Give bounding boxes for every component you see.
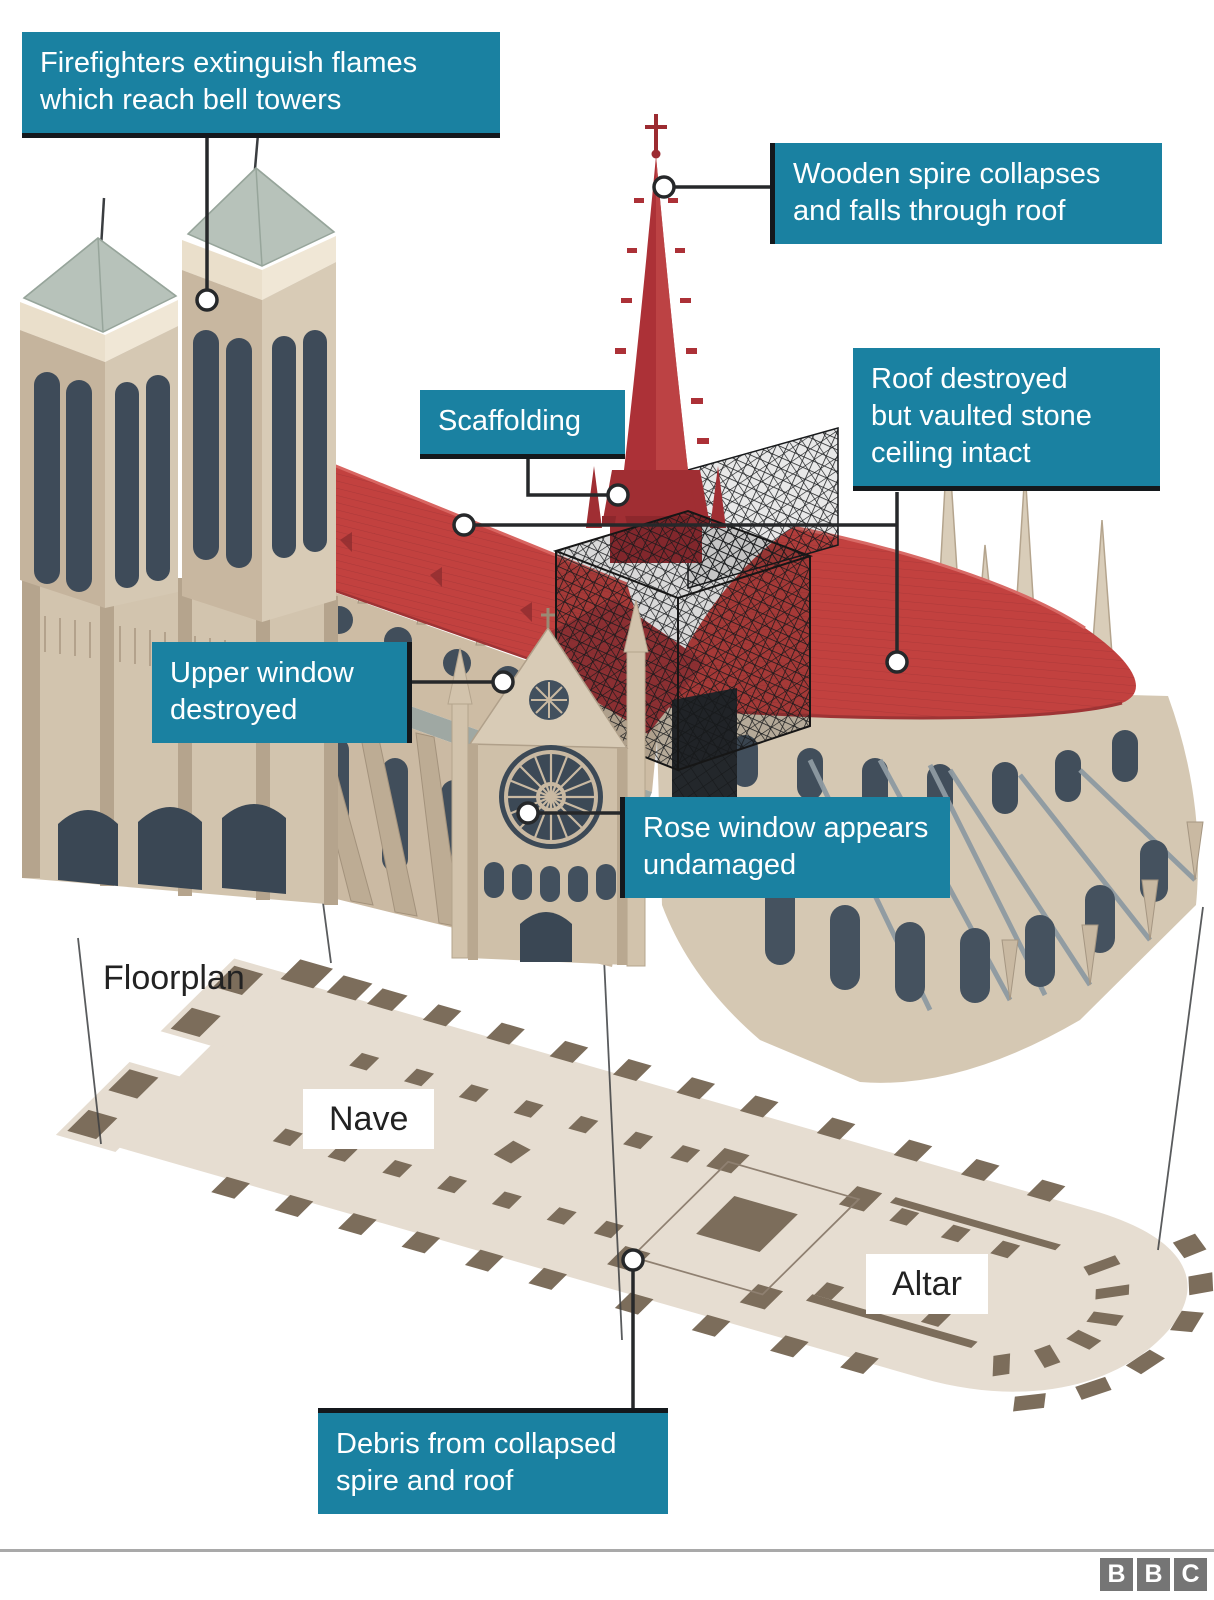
- callout-rose-window-line2: undamaged: [643, 849, 797, 881]
- west-portals: [58, 804, 286, 894]
- projection-line: [603, 957, 623, 1341]
- callout-roof-destroyed: Roof destroyed but vaulted stone ceiling…: [853, 348, 1160, 491]
- callout-rose-window: Rose window appears undamaged: [620, 797, 950, 898]
- callout-wooden-spire-line2: and falls through roof: [793, 195, 1066, 227]
- callout-scaffolding: Scaffolding: [420, 390, 625, 459]
- marker-spire-top: [652, 175, 676, 199]
- callout-debris-line2: spire and roof: [336, 1465, 514, 1497]
- nave-label: Nave: [303, 1089, 435, 1149]
- projection-line: [77, 937, 102, 1145]
- projection-lines: [77, 894, 1204, 1341]
- right-bell-tower: [182, 133, 336, 622]
- floorplan-walls: [67, 959, 1214, 1412]
- bbc-logo-letter: C: [1174, 1558, 1207, 1591]
- callout-wooden-spire: Wooden spire collapses and falls through…: [770, 143, 1162, 244]
- floorplan-title: Floorplan: [103, 959, 245, 997]
- leader-lines: [205, 138, 899, 1408]
- rose-window: [499, 745, 603, 849]
- projection-line: [321, 894, 332, 964]
- altar-label: Altar: [866, 1254, 988, 1314]
- bbc-logo: B B C: [1100, 1558, 1207, 1591]
- callout-upper-window-line1: Upper window: [170, 657, 354, 689]
- bbc-logo-letter: B: [1137, 1558, 1170, 1591]
- bell-towers: [20, 133, 336, 622]
- callout-debris-line1: Debris from collapsed: [336, 1428, 617, 1460]
- callout-firefighters: Firefighters extinguish flames which rea…: [22, 32, 500, 138]
- marker-upper-window: [491, 670, 515, 694]
- marker-nave-roof: [452, 513, 476, 537]
- callout-firefighters-line2: which reach bell towers: [40, 84, 342, 116]
- floorplan-crossing-outline: [630, 1160, 861, 1296]
- marker-scaffolding: [606, 483, 630, 507]
- marker-bell-towers: [195, 288, 219, 312]
- callout-roof-line1: Roof destroyed: [871, 363, 1068, 395]
- callout-wooden-spire-line1: Wooden spire collapses: [793, 158, 1101, 190]
- marker-choir-roof: [885, 650, 909, 674]
- projection-line: [1157, 906, 1204, 1251]
- callout-rose-window-line1: Rose window appears: [643, 812, 929, 844]
- scaffolding-box: [552, 509, 814, 772]
- left-bell-tower: [20, 197, 178, 608]
- transept-facade: [447, 599, 649, 967]
- callout-scaffolding-line1: Scaffolding: [438, 405, 581, 437]
- transept-portal: [520, 912, 572, 962]
- callout-upper-window: Upper window destroyed: [152, 642, 412, 743]
- callout-roof-line2: but vaulted stone: [871, 400, 1092, 432]
- marker-debris: [621, 1248, 645, 1272]
- leader-scaffolding: [526, 452, 607, 497]
- callout-debris: Debris from collapsed spire and roof: [318, 1408, 668, 1514]
- callout-upper-window-line2: destroyed: [170, 694, 298, 726]
- bbc-logo-letter: B: [1100, 1558, 1133, 1591]
- footer-rule: [0, 1549, 1214, 1552]
- callout-firefighters-line1: Firefighters extinguish flames: [40, 47, 418, 79]
- leader-markers: [195, 175, 909, 1272]
- callout-roof-line3: ceiling intact: [871, 437, 1031, 469]
- marker-rose-window: [516, 801, 540, 825]
